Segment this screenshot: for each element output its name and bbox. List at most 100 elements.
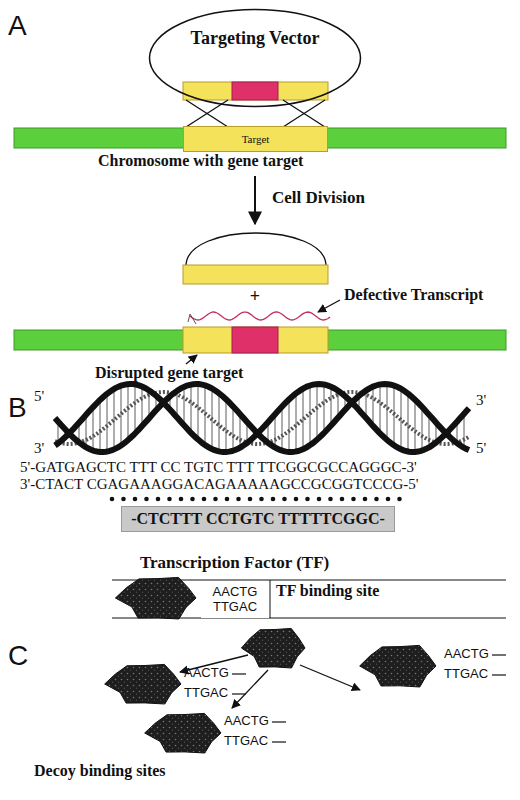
base-pair <box>128 384 129 440</box>
step-label: Cell Division <box>272 188 365 208</box>
transcription-factor-blob <box>105 664 181 704</box>
sequence-label: AACTG <box>444 647 489 662</box>
node-text: Target <box>242 133 270 146</box>
base-pair <box>226 399 227 452</box>
tf-binding-site: AACTGTTGAC <box>201 582 269 618</box>
oligo-end <box>492 674 506 675</box>
pairing-dot <box>328 497 333 502</box>
oligo-end <box>272 741 286 742</box>
base-pair <box>100 400 101 452</box>
base-pair <box>198 384 199 439</box>
oligo-end <box>272 721 286 722</box>
pairing-dot <box>397 497 402 502</box>
base-pair <box>373 387 374 426</box>
panel-letter: B <box>8 392 27 424</box>
sequence-label: AACTG <box>184 666 229 681</box>
transcript-start <box>188 314 196 324</box>
decoy-arrows <box>180 655 360 708</box>
base-pair <box>93 407 94 450</box>
defective-transcript-wave <box>190 312 330 320</box>
ellipse-outline <box>148 8 362 108</box>
oligo-end <box>492 654 506 655</box>
base-pair <box>317 384 318 440</box>
pairing-dot <box>363 497 368 502</box>
dna-sequence: 3'-CTACT CGAGAAAGGACAGAAAAAGCCGCGGTCCCG-… <box>20 476 419 493</box>
base-pair <box>135 384 136 433</box>
gene-insert <box>232 327 278 353</box>
decoy-arrow <box>232 670 268 708</box>
pairing-dot <box>236 497 241 502</box>
base-pair <box>275 414 276 447</box>
plus-sign: + <box>250 286 260 307</box>
pairing-dot <box>202 497 207 502</box>
sequence-label: TTGAC <box>184 686 228 701</box>
dna-strand <box>55 384 469 452</box>
pairing-dot <box>351 497 356 502</box>
transcription-factor-blob <box>360 645 436 687</box>
leader-arrow <box>318 300 340 312</box>
base-pair <box>387 384 388 440</box>
base-pair <box>408 394 409 452</box>
disrupted-gene <box>183 327 328 353</box>
oligonucleotide-bar: -CTCTTT CCTGTC TTTTTCGGC- <box>121 506 395 532</box>
pairing-dot <box>248 497 253 502</box>
base-pair <box>296 393 297 451</box>
pairing-dot <box>156 497 161 502</box>
pairing-dot <box>110 497 115 502</box>
site-boundary <box>270 580 271 618</box>
heading-label: Transcription Factor (TF) <box>140 553 329 573</box>
sequence-label: TTGAC <box>224 734 268 749</box>
target-gene-box: Target <box>183 126 328 152</box>
base-pair <box>184 387 185 425</box>
pairing-dot <box>259 497 264 502</box>
base-pair <box>429 415 430 448</box>
base-pair <box>121 386 122 446</box>
transcription-factor-blob <box>115 577 196 619</box>
sequence-label: AACTG <box>224 714 269 729</box>
pairing-dot <box>144 497 149 502</box>
base-pair <box>240 414 241 448</box>
base-pair <box>107 394 108 452</box>
targeting-vector-ellipse: Targeting Vector <box>148 8 362 108</box>
base-pair <box>415 400 416 452</box>
pairing-dot <box>271 497 276 502</box>
annotation: Chromosome with gene target <box>98 152 303 170</box>
pairing-dot <box>121 497 126 502</box>
vector-remnant <box>183 265 328 284</box>
strand-end: 3' <box>476 392 486 409</box>
pairing-dot <box>305 497 310 502</box>
panel-letter: C <box>8 640 28 672</box>
pairing-dot <box>317 497 322 502</box>
annotation: Disrupted gene target <box>95 364 243 382</box>
node-text: TTGAC <box>213 600 257 615</box>
transcription-factor-blob <box>241 628 305 668</box>
base-pair <box>191 385 192 433</box>
strand-end: 3' <box>34 440 44 457</box>
panel-letter: A <box>8 10 27 42</box>
ellipse-line <box>150 10 361 107</box>
base-pair <box>219 393 220 451</box>
base-pair <box>282 407 283 451</box>
oligo-end <box>232 693 246 694</box>
vector-insert <box>232 82 278 100</box>
pairing-dot <box>225 497 230 502</box>
annotation: TF binding site <box>276 582 379 600</box>
pairing-dot <box>213 497 218 502</box>
crossover-lines <box>186 100 325 127</box>
node-text: -CTCTTT CCTGTC TTTTTCGGC- <box>131 510 385 528</box>
strand-end: 5' <box>34 388 44 405</box>
pairing-dots <box>110 497 402 502</box>
open-vector <box>186 233 326 266</box>
base-pair <box>324 385 325 434</box>
leader-arrow <box>186 355 197 364</box>
sequence-label: TTGAC <box>444 667 488 682</box>
pairing-dot <box>190 497 195 502</box>
vector-homology-arm <box>183 82 328 100</box>
base-pair <box>331 387 332 426</box>
base-pair <box>114 389 115 450</box>
dna-strand <box>55 384 469 452</box>
base-pair <box>289 400 290 453</box>
pairing-dot <box>386 497 391 502</box>
